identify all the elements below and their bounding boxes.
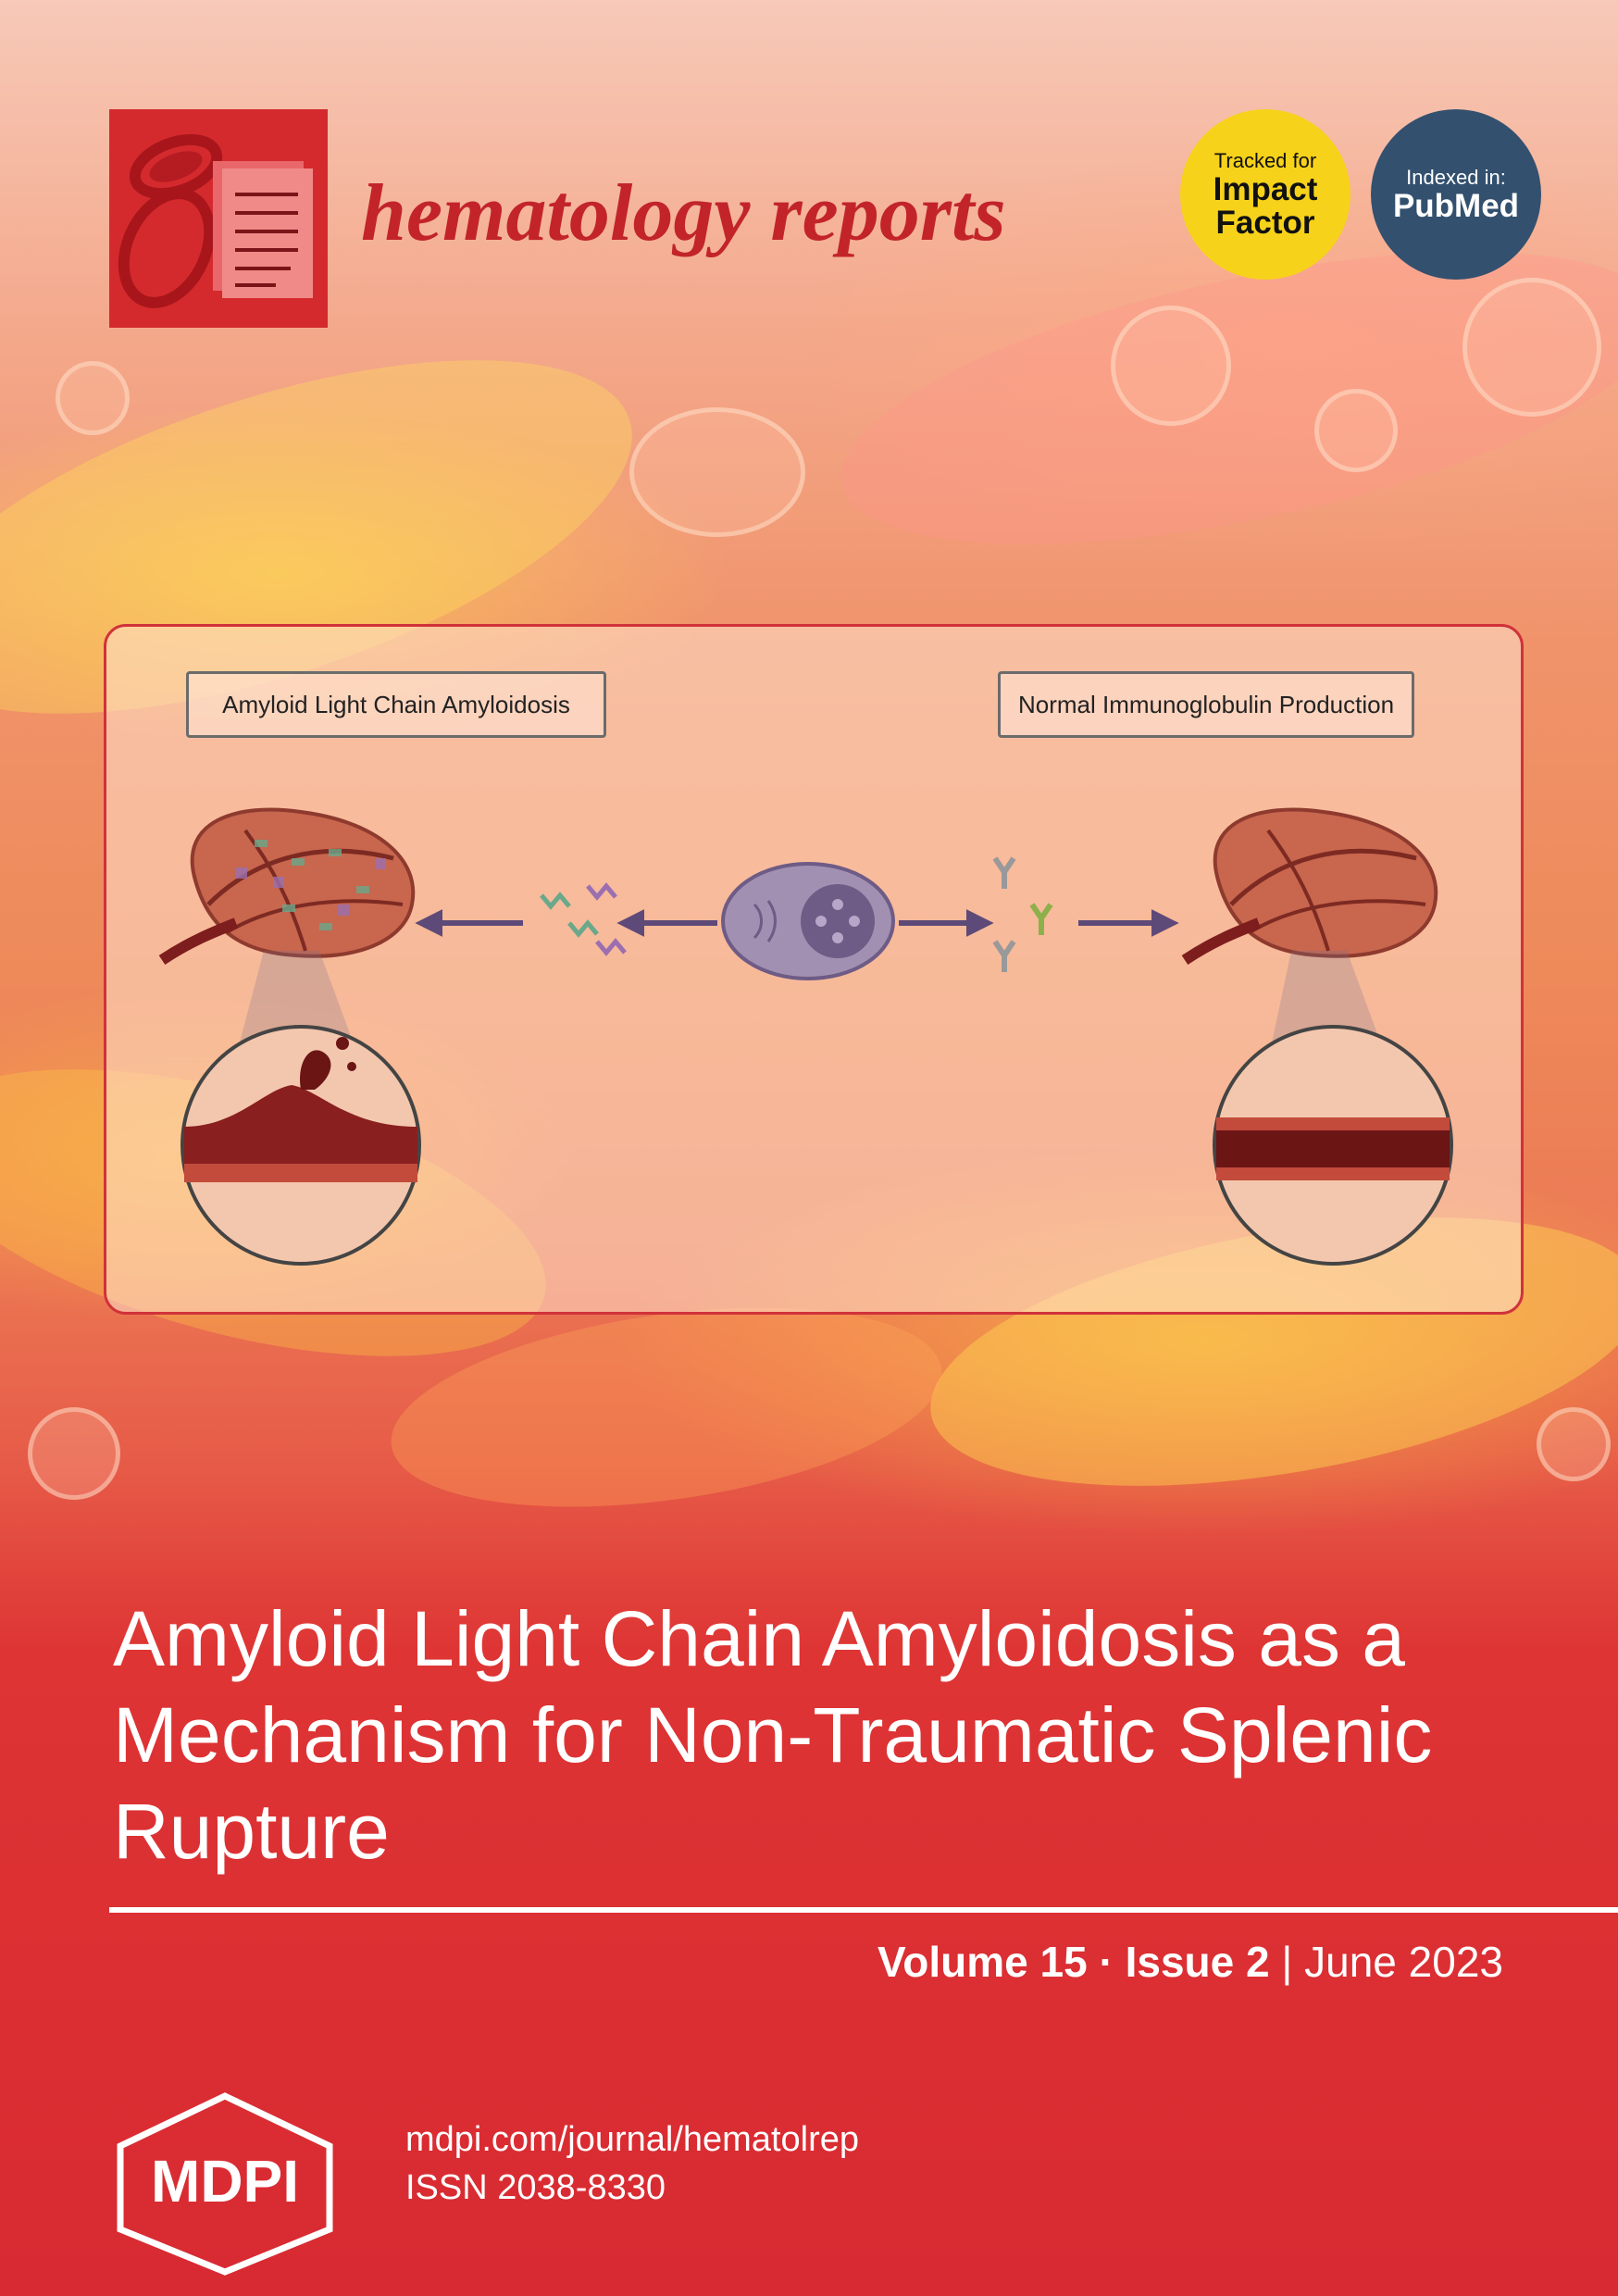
light-chain-icon <box>540 882 627 956</box>
article-title: Amyloid Light Chain Amyloidosis as a Mec… <box>113 1595 1433 1875</box>
badge-pubmed-line2: PubMed <box>1392 188 1520 224</box>
issue-info: Volume 15 · Issue 2 | June 2023 <box>877 1937 1503 1987</box>
graphical-abstract-illustration <box>158 807 1453 1266</box>
issue-divider: | <box>1281 1938 1293 1986</box>
journal-url[interactable]: mdpi.com/journal/hematolrep <box>405 2120 860 2159</box>
issue-number: Issue 2 <box>1125 1938 1270 1986</box>
issue-date: June 2023 <box>1304 1938 1503 1986</box>
normal-vessel-icon <box>1213 1025 1453 1266</box>
badge-pubmed-line1: Indexed in: <box>1406 166 1506 189</box>
pubmed-badge: Indexed in: PubMed <box>1371 109 1541 280</box>
spleen-left-icon <box>158 807 416 965</box>
journal-logo <box>109 109 328 328</box>
plasma-cell-icon <box>721 862 895 980</box>
background-cell <box>1462 278 1601 417</box>
blood-cell-document-icon <box>118 133 313 308</box>
impact-factor-badge: Tracked for Impact Factor <box>1180 109 1350 280</box>
publisher-name: MDPI <box>151 2148 299 2215</box>
badge-impact-line3: Factor <box>1215 205 1315 241</box>
issn: ISSN 2038-8330 <box>405 2168 666 2207</box>
background-cell <box>56 361 130 435</box>
background-cell <box>1537 1407 1611 1481</box>
issue-separator: · <box>1099 1938 1114 1986</box>
mdpi-hexagon-icon: MDPI <box>117 2092 333 2276</box>
spleen-right-icon <box>1181 807 1438 965</box>
flow-arrows <box>415 909 1179 937</box>
ruptured-vessel-icon <box>180 1025 421 1266</box>
background-cell <box>28 1407 120 1500</box>
volume: Volume 15 <box>877 1938 1088 1986</box>
badge-impact-line2: Impact <box>1213 171 1318 207</box>
label-left: Amyloid Light Chain Amyloidosis <box>186 671 606 738</box>
graphical-abstract-panel: Amyloid Light Chain Amyloidosis Normal I… <box>104 624 1524 1315</box>
background-cell <box>629 407 805 537</box>
background-cell <box>1111 306 1231 426</box>
badge-impact-line1: Tracked for <box>1214 149 1317 172</box>
antibody-icon <box>992 856 1053 972</box>
label-right: Normal Immunoglobulin Production <box>998 671 1414 738</box>
mdpi-logo: MDPI <box>109 2090 341 2280</box>
journal-name: hematology reports <box>361 168 1006 258</box>
title-divider <box>109 1907 1618 1913</box>
background-cell <box>1314 389 1398 472</box>
